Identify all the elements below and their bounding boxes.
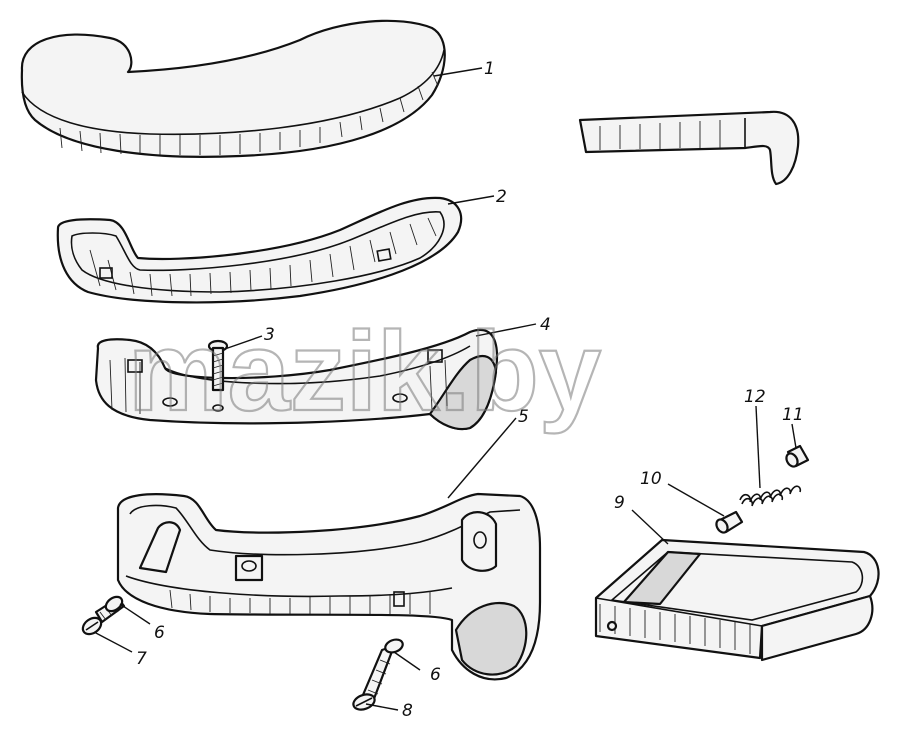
label-part-7: 7 [136, 649, 147, 669]
label-part-6a: 6 [154, 623, 165, 643]
label-part-3: 3 [264, 325, 275, 345]
part-12-spring [739, 485, 802, 507]
part-2-base-plate [56, 196, 463, 304]
label-part-5: 5 [518, 407, 529, 427]
label-part-1: 1 [484, 59, 495, 79]
leader-lines [93, 67, 797, 711]
label-part-8: 8 [402, 701, 413, 721]
latch-clip [578, 110, 800, 186]
part-9-base-frame [594, 538, 880, 662]
part-10-pin [715, 510, 744, 534]
part-1-armrest-cover [20, 19, 446, 158]
watermark-text: mazik.by [128, 309, 601, 434]
label-part-12: 12 [744, 387, 766, 407]
label-part-6b: 6 [430, 665, 441, 685]
part-4-armrest-frame [94, 329, 498, 431]
label-part-11: 11 [782, 405, 804, 425]
label-part-4: 4 [540, 315, 551, 335]
label-part-10: 10 [640, 469, 662, 489]
part-8-bolt-bottom [352, 638, 404, 711]
label-part-9: 9 [614, 493, 625, 513]
label-part-2: 2 [496, 187, 507, 207]
part-11-cap [785, 444, 810, 468]
part-7-bolt-left [81, 595, 126, 636]
part-3-screw [207, 339, 229, 392]
part-number-labels: 1 2 3 4 5 6 6 7 8 9 10 11 12 [136, 59, 804, 721]
part-5-armrest-housing [116, 492, 542, 681]
